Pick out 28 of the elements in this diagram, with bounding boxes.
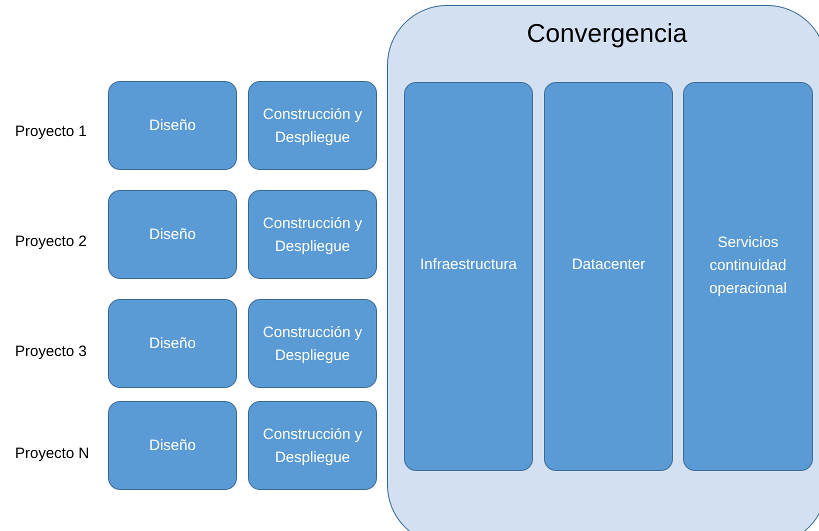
row-label: Proyecto N: [15, 445, 90, 462]
process-box: [248, 81, 377, 170]
box-label: Diseño: [149, 225, 196, 245]
box-label: Diseño: [149, 436, 196, 456]
process-box: [108, 81, 237, 170]
process-box: [404, 82, 533, 471]
row-label: Proyecto 2: [15, 233, 87, 250]
process-box: [108, 190, 237, 279]
process-box: [108, 401, 237, 490]
row-label: Proyecto 3: [15, 343, 87, 360]
row-label: Proyecto 1: [15, 123, 87, 140]
group-title: Convergencia: [526, 18, 688, 49]
process-box: [544, 82, 673, 471]
box-label: Infraestructura: [420, 255, 517, 275]
process-box: [248, 190, 377, 279]
box-label: Datacenter: [572, 255, 646, 275]
box-label: Diseño: [149, 116, 196, 136]
box-label: Diseño: [149, 334, 196, 354]
process-box: [248, 299, 377, 388]
box-label: Construcción y Despliegue: [262, 424, 364, 468]
box-label: Construcción y Despliegue: [262, 214, 364, 256]
process-box: [248, 401, 377, 490]
box-label: Construcción y Despliegue: [262, 104, 364, 148]
group-panel: [387, 5, 819, 531]
process-box: [683, 82, 813, 471]
process-box: [108, 299, 237, 388]
box-label: Construcción y Despliegue: [262, 322, 364, 366]
box-label: Servicios continuidad operacional: [708, 233, 788, 299]
